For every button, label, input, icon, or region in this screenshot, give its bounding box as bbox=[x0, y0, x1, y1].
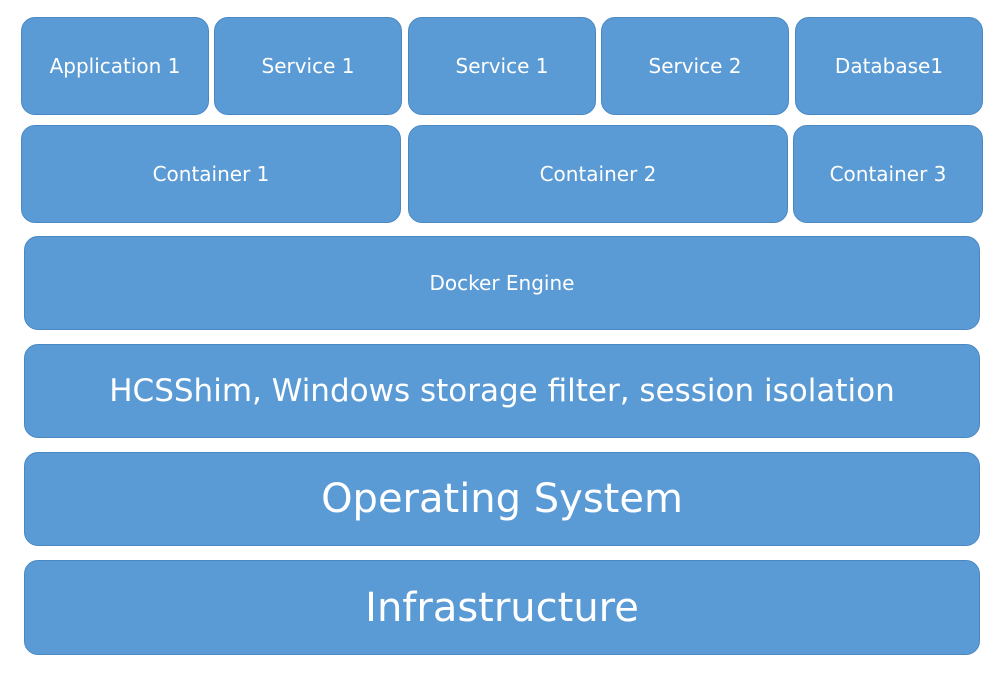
service-2-box: Service 2 bbox=[601, 17, 789, 115]
service-1-label-second: Service 1 bbox=[455, 54, 549, 78]
application-1-box: Application 1 bbox=[21, 17, 209, 115]
service-1-box: Service 1 bbox=[214, 17, 402, 115]
service-1-box-second: Service 1 bbox=[408, 17, 596, 115]
operating-system-label: Operating System bbox=[321, 476, 683, 522]
container-2-label: Container 2 bbox=[539, 162, 657, 186]
operating-system-layer: Operating System bbox=[24, 452, 980, 546]
service-2-label: Service 2 bbox=[648, 54, 742, 78]
database-1-label: Database1 bbox=[834, 54, 944, 78]
container-2-box: Container 2 bbox=[408, 125, 788, 223]
database-1-box: Database1 bbox=[795, 17, 983, 115]
service-1-label: Service 1 bbox=[261, 54, 355, 78]
container-1-box: Container 1 bbox=[21, 125, 401, 223]
infrastructure-layer: Infrastructure bbox=[24, 560, 980, 655]
hcsshim-label: HCSShim, Windows storage filter, session… bbox=[109, 373, 895, 409]
infrastructure-label: Infrastructure bbox=[365, 584, 639, 631]
hcsshim-layer: HCSShim, Windows storage filter, session… bbox=[24, 344, 980, 438]
container-1-label: Container 1 bbox=[152, 162, 270, 186]
container-3-label: Container 3 bbox=[829, 162, 947, 186]
application-1-label: Application 1 bbox=[49, 54, 181, 78]
docker-engine-layer: Docker Engine bbox=[24, 236, 980, 330]
docker-engine-label: Docker Engine bbox=[429, 271, 575, 295]
container-3-box: Container 3 bbox=[793, 125, 983, 223]
